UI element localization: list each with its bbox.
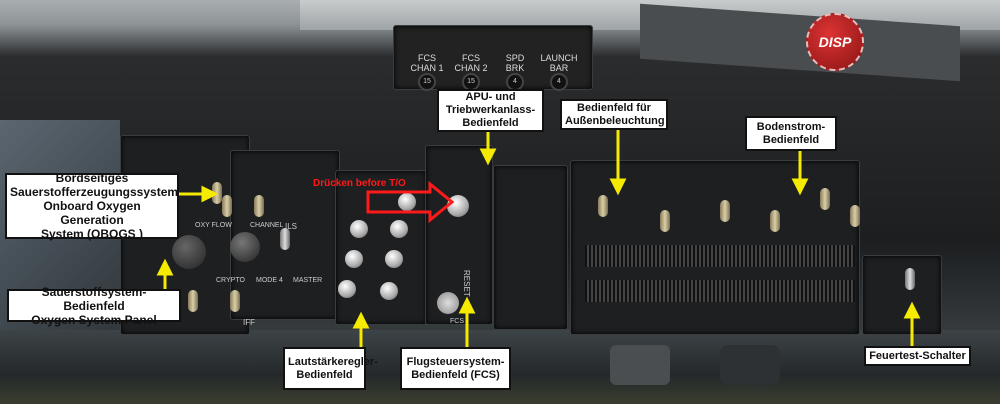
volume-knob-6[interactable]: [380, 282, 398, 300]
apu-fcs-panel: [425, 145, 493, 325]
volume-knob-2[interactable]: [390, 220, 408, 238]
ils-mode-switch[interactable]: [280, 228, 290, 250]
vent-grill-lower: [585, 280, 855, 302]
fuel-panel: [493, 165, 568, 330]
fcs-reset-button[interactable]: [437, 292, 459, 314]
label-fcs: Flugsteuersystem-Bedienfeld (FCS): [400, 347, 511, 390]
ils-channel-knob[interactable]: [230, 232, 260, 262]
oxy-flow-knob[interactable]: [172, 235, 206, 269]
reset-text: RESET: [462, 270, 471, 297]
oxy-flow-text: OXY FLOW: [195, 222, 232, 229]
ground-power-switch-1[interactable]: [770, 210, 780, 232]
launch-bar-breaker[interactable]: 4: [550, 73, 568, 91]
iff-text: IFF: [243, 318, 255, 327]
fire-test-panel: [862, 255, 942, 335]
vent-grill-upper: [585, 245, 855, 267]
comm-switch-1[interactable]: [222, 195, 232, 217]
obogs-switch[interactable]: [212, 182, 222, 204]
ext-light-switch-1[interactable]: [598, 195, 608, 217]
mode4-switch[interactable]: [230, 290, 240, 312]
comm-switch-2[interactable]: [254, 195, 264, 217]
fcs-text: FCS: [450, 318, 464, 325]
volume-knob-1[interactable]: [350, 220, 368, 238]
label-volume: Lautstärkeregler-Bedienfeld: [283, 347, 378, 390]
crypto-text: CRYPTO: [216, 277, 245, 284]
master-text: MASTER: [293, 277, 323, 284]
press-before-takeoff-note: Drücken before T/O: [313, 178, 406, 189]
ext-light-switch-3[interactable]: [720, 200, 730, 222]
fcs-chan1-breaker[interactable]: 15: [418, 73, 436, 91]
volume-knob-4[interactable]: [385, 250, 403, 268]
crypto-switch[interactable]: [188, 290, 198, 312]
ils-text: ILS: [285, 222, 298, 231]
volume-knob-5[interactable]: [338, 280, 356, 298]
mode4-text: MODE 4: [256, 277, 283, 284]
ground-power-switch-2[interactable]: [820, 188, 830, 210]
label-ground-power: Bodenstrom-Bedienfeld: [745, 116, 837, 151]
disp-button[interactable]: DISP: [806, 13, 864, 71]
channel-text: CHANNEL: [250, 222, 284, 229]
ext-light-switch-2[interactable]: [660, 210, 670, 232]
volume-knob-3[interactable]: [345, 250, 363, 268]
label-fire-test: Feuertest-Schalter: [864, 346, 971, 366]
ground-power-switch-3[interactable]: [850, 205, 860, 227]
throttle-lock[interactable]: [720, 345, 780, 385]
press-arrow: [366, 180, 455, 224]
hot-mic-knob[interactable]: [398, 193, 416, 211]
fire-test-switch[interactable]: [905, 268, 915, 290]
canopy-handle[interactable]: [610, 345, 670, 385]
